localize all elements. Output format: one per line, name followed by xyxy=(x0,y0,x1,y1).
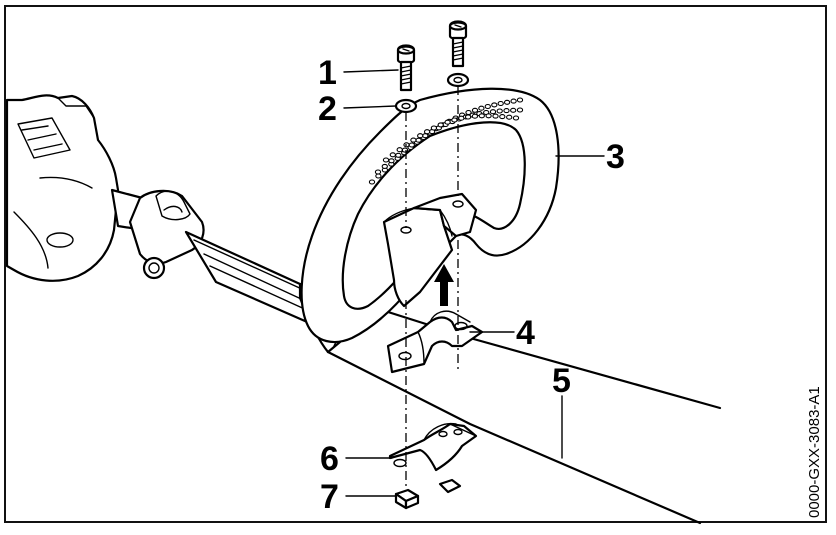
grip-dot xyxy=(503,108,510,114)
upper-clamp-icon xyxy=(386,310,484,374)
callout-6: 6 xyxy=(320,440,339,478)
shaft-coupling-icon xyxy=(110,188,332,334)
grip-dot xyxy=(382,157,390,163)
leader-lines xyxy=(343,69,605,497)
grip-dot xyxy=(374,169,382,175)
square-nut-icon xyxy=(394,488,420,510)
screw-icon xyxy=(448,20,468,68)
grip-dot xyxy=(422,133,429,139)
grip-dot xyxy=(415,137,422,143)
lower-clamp-icon xyxy=(388,422,478,494)
grip-dot xyxy=(389,152,396,158)
grip-dot xyxy=(381,163,388,169)
grip-dot xyxy=(506,114,513,120)
grip-dot xyxy=(516,107,524,113)
engine-housing-icon xyxy=(5,94,120,282)
grip-dot xyxy=(417,133,424,139)
grip-dot xyxy=(496,108,503,114)
grip-dot xyxy=(388,158,395,164)
grip-dot xyxy=(464,114,472,120)
grip-dot xyxy=(478,105,485,111)
callout-4: 4 xyxy=(516,314,535,352)
grip-dot xyxy=(458,115,465,121)
grip-dot xyxy=(437,122,444,128)
washer-icon xyxy=(446,72,470,88)
grip-dot xyxy=(497,100,504,107)
grip-dot xyxy=(516,97,524,103)
assembly-axis-lines xyxy=(405,86,459,490)
callout-7: 7 xyxy=(320,478,339,516)
loop-handle-icon xyxy=(300,87,560,344)
grip-dot xyxy=(368,179,376,185)
grip-dot xyxy=(478,113,485,119)
washer-icon xyxy=(394,98,418,114)
callout-3: 3 xyxy=(606,138,625,176)
grip-dot xyxy=(484,103,491,110)
screw-icon xyxy=(396,44,416,92)
callout-1: 1 xyxy=(318,54,337,92)
grip-dot xyxy=(423,129,431,135)
grip-dot xyxy=(512,115,520,121)
grip-dot xyxy=(492,113,499,119)
grip-dot xyxy=(401,147,409,153)
figure-code: 0000-GXX-3083-A1 xyxy=(806,386,823,518)
grip-dot xyxy=(485,113,492,119)
grip-dot xyxy=(471,113,479,119)
callout-2: 2 xyxy=(318,90,337,128)
grip-dot xyxy=(408,142,415,148)
grip-dot xyxy=(510,98,517,104)
arrow-up-icon xyxy=(434,264,454,306)
grip-texture-icon xyxy=(368,97,524,185)
grip-dot xyxy=(471,107,479,113)
grip-dot xyxy=(430,125,438,131)
grip-dot xyxy=(491,102,498,108)
grip-dot xyxy=(489,109,497,115)
grip-dot xyxy=(451,117,458,123)
grip-dot xyxy=(444,119,451,125)
grip-dot xyxy=(510,107,517,113)
grip-dot xyxy=(499,114,506,120)
grip-dot xyxy=(396,147,403,153)
grip-dot xyxy=(410,137,417,143)
callout-5: 5 xyxy=(552,362,571,400)
grip-dot xyxy=(375,173,382,179)
grip-dot xyxy=(503,99,511,105)
grip-dot xyxy=(395,152,402,158)
